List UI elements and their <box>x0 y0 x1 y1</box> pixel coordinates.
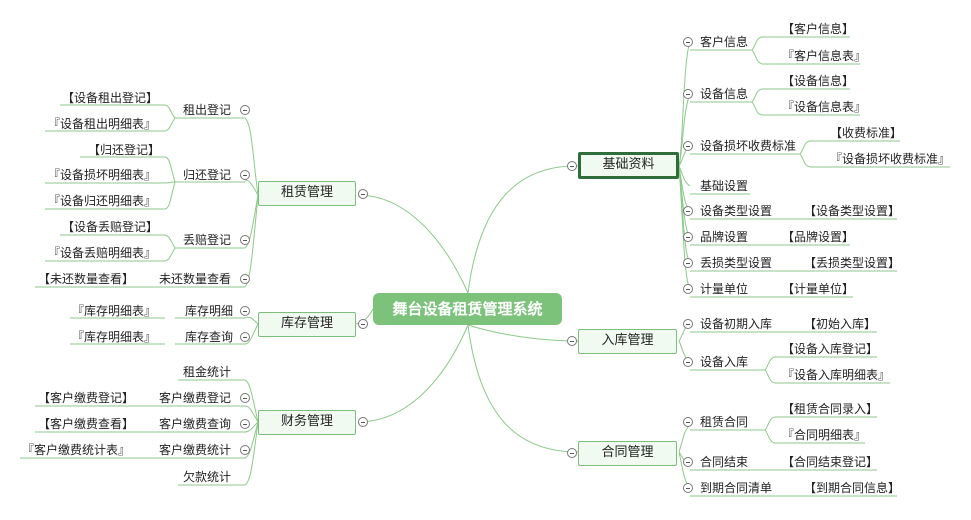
leaf-fee-standard-form[interactable]: 【收费标准】 <box>830 126 903 140</box>
branch-warehousing[interactable]: 入库管理 <box>578 329 677 354</box>
branch-rental[interactable]: 租赁管理 <box>258 181 356 206</box>
node-basic-settings[interactable]: 基础设置 <box>700 179 749 193</box>
leaf-unreturned-qty[interactable]: 【未还数量查看】 <box>38 272 135 286</box>
collapse-loss-comp-icon[interactable] <box>240 235 250 245</box>
collapse-stock-in-icon[interactable] <box>683 357 693 367</box>
collapse-unit-icon[interactable] <box>683 284 693 294</box>
collapse-device-type-icon[interactable] <box>683 206 693 216</box>
node-device-info[interactable]: 设备信息 <box>700 87 749 101</box>
collapse-unreturned-icon[interactable] <box>240 274 250 284</box>
leaf-measure-unit[interactable]: 【计量单位】 <box>782 282 855 296</box>
leaf-expiring-contract-info[interactable]: 【到期合同信息】 <box>804 481 901 495</box>
collapse-basic-data-icon[interactable] <box>567 161 577 171</box>
leaf-stock-detail-table[interactable]: 『库存明细表』 <box>72 304 157 318</box>
collapse-lease-contract-icon[interactable] <box>683 417 693 427</box>
collapse-return-icon[interactable] <box>240 170 250 180</box>
leaf-damage-detail-table[interactable]: 『设备损坏明细表』 <box>48 168 157 182</box>
node-initial-stock[interactable]: 设备初期入库 <box>700 317 773 331</box>
leaf-rent-out-register[interactable]: 【设备租出登记】 <box>62 91 159 105</box>
node-contract-end[interactable]: 合同结束 <box>700 455 749 469</box>
node-brand-settings[interactable]: 品牌设置 <box>700 230 749 244</box>
collapse-contract-end-icon[interactable] <box>683 457 693 467</box>
leaf-contract-end-register[interactable]: 【合同结束登记】 <box>782 455 879 469</box>
node-payment-statistics[interactable]: 客户缴费统计 <box>159 443 232 457</box>
leaf-customer-info-form[interactable]: 【客户信息】 <box>782 22 855 36</box>
node-customer-info[interactable]: 客户信息 <box>700 35 749 49</box>
node-loss-type-settings[interactable]: 丢损类型设置 <box>700 256 773 270</box>
leaf-loss-type-settings[interactable]: 【丢损类型设置】 <box>804 256 901 270</box>
leaf-contract-detail-table[interactable]: 『合同明细表』 <box>782 428 867 442</box>
branch-inventory[interactable]: 库存管理 <box>258 312 356 337</box>
node-payment-query[interactable]: 客户缴费查询 <box>159 417 232 431</box>
branch-finance[interactable]: 财务管理 <box>258 410 356 435</box>
leaf-loss-comp-table[interactable]: 『设备丢赔明细表』 <box>48 246 157 260</box>
leaf-initial-stock[interactable]: 【初始入库】 <box>804 317 877 331</box>
leaf-damage-fee-table[interactable]: 『设备损坏收费标准』 <box>830 152 951 166</box>
leaf-return-detail-table[interactable]: 『设备归还明细表』 <box>48 194 157 208</box>
node-expiring-contracts[interactable]: 到期合同清单 <box>700 481 773 495</box>
leaf-brand-settings[interactable]: 【品牌设置】 <box>782 230 855 244</box>
node-arrears-statistics[interactable]: 欠款统计 <box>183 470 232 484</box>
collapse-finance-icon[interactable] <box>358 417 368 427</box>
node-stock-detail[interactable]: 库存明细 <box>185 304 234 318</box>
node-return-register[interactable]: 归还登记 <box>183 168 232 182</box>
leaf-rent-out-table[interactable]: 『设备租出明细表』 <box>48 117 157 131</box>
leaf-return-register[interactable]: 【归还登记】 <box>88 143 161 157</box>
leaf-stock-in-table[interactable]: 『设备入库明细表』 <box>782 368 891 382</box>
leaf-payment-register[interactable]: 【客户缴费登记】 <box>38 391 135 405</box>
leaf-customer-info-table[interactable]: 『客户信息表』 <box>782 49 867 63</box>
leaf-device-info-table[interactable]: 『设备信息表』 <box>782 100 867 114</box>
leaf-device-type-settings[interactable]: 【设备类型设置】 <box>804 204 901 218</box>
leaf-payment-view[interactable]: 【客户缴费查看】 <box>38 417 135 431</box>
node-measure-unit[interactable]: 计量单位 <box>700 282 749 296</box>
collapse-brand-icon[interactable] <box>683 232 693 242</box>
branch-contract[interactable]: 合同管理 <box>578 441 677 466</box>
collapse-inventory-icon[interactable] <box>358 319 368 329</box>
leaf-contract-entry[interactable]: 【租赁合同录入】 <box>782 402 879 416</box>
collapse-customer-info-icon[interactable] <box>683 37 693 47</box>
node-rent-statistics[interactable]: 租金统计 <box>183 365 232 379</box>
center-topic[interactable]: 舞台设备租赁管理系统 <box>373 293 562 325</box>
collapse-damage-fee-icon[interactable] <box>683 141 693 151</box>
collapse-payment-stats-icon[interactable] <box>240 445 250 455</box>
collapse-stock-query-icon[interactable] <box>240 332 250 342</box>
node-lease-contract[interactable]: 租赁合同 <box>700 415 749 429</box>
collapse-contract-icon[interactable] <box>567 448 577 458</box>
node-unreturned-qty[interactable]: 未还数量查看 <box>159 272 232 286</box>
node-device-type-settings[interactable]: 设备类型设置 <box>700 204 773 218</box>
collapse-rental-icon[interactable] <box>358 189 368 199</box>
node-loss-compensation[interactable]: 丢赔登记 <box>183 233 232 247</box>
node-device-stock-in[interactable]: 设备入库 <box>700 355 749 369</box>
collapse-initial-stock-icon[interactable] <box>683 319 693 329</box>
leaf-device-info-form[interactable]: 【设备信息】 <box>782 74 855 88</box>
node-damage-fee-standard[interactable]: 设备损坏收费标准 <box>700 139 797 153</box>
collapse-rent-out-icon[interactable] <box>240 105 250 115</box>
leaf-payment-stats-table[interactable]: 『客户缴费统计表』 <box>22 443 131 457</box>
branch-basic-data[interactable]: 基础资料 <box>578 152 679 179</box>
collapse-warehousing-icon[interactable] <box>567 336 577 346</box>
collapse-expiring-icon[interactable] <box>683 483 693 493</box>
node-rent-out-register[interactable]: 租出登记 <box>183 103 232 117</box>
node-stock-query[interactable]: 库存查询 <box>185 330 234 344</box>
leaf-stock-in-register[interactable]: 【设备入库登记】 <box>782 342 879 356</box>
collapse-device-info-icon[interactable] <box>683 89 693 99</box>
node-payment-register[interactable]: 客户缴费登记 <box>159 391 232 405</box>
leaf-loss-comp-register[interactable]: 【设备丢赔登记】 <box>62 220 159 234</box>
collapse-payment-register-icon[interactable] <box>240 393 250 403</box>
leaf-stock-query-table[interactable]: 『库存明细表』 <box>72 330 157 344</box>
collapse-payment-query-icon[interactable] <box>240 419 250 429</box>
collapse-stock-detail-icon[interactable] <box>240 306 250 316</box>
collapse-loss-type-icon[interactable] <box>683 258 693 268</box>
